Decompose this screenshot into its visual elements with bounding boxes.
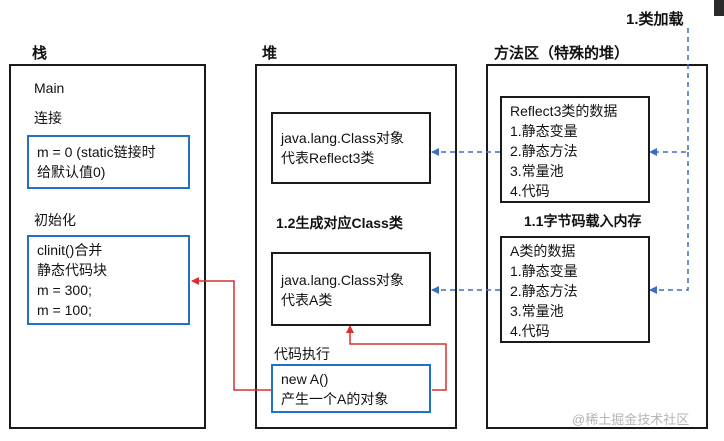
init-box-line: clinit()合并 <box>37 242 103 258</box>
init-label: 初始化 <box>34 212 76 228</box>
init-box-line: m = 300; <box>37 282 92 298</box>
reflect3-data-box: Reflect3类的数据 1.静态变量 2.静态方法 3.常量池 4.代码 <box>500 96 650 203</box>
class-object-reflect3-line: java.lang.Class对象 <box>281 130 404 146</box>
reflect3-data-line: 2.静态方法 <box>510 143 578 159</box>
heap-heading: 堆 <box>262 45 278 62</box>
new-a-box: new A() 产生一个A的对象 <box>271 364 431 413</box>
main-label: Main <box>34 80 65 96</box>
class-object-a-box: java.lang.Class对象 代表A类 <box>271 252 431 326</box>
a-data-line: 1.静态变量 <box>510 263 578 279</box>
reflect3-data-line: 3.常量池 <box>510 163 564 179</box>
a-data-line: 4.代码 <box>510 323 550 339</box>
a-data-line: A类的数据 <box>510 243 576 259</box>
init-box-line: m = 100; <box>37 302 92 318</box>
a-data-line: 2.静态方法 <box>510 283 578 299</box>
class-loading-label: 1.类加载 <box>626 11 684 28</box>
reflect3-data-line: 1.静态变量 <box>510 123 578 139</box>
method-area-heading: 方法区（特殊的堆） <box>494 45 630 62</box>
watermark: @稀土掘金技术社区 <box>572 412 690 427</box>
init-box-line: 静态代码块 <box>37 262 107 278</box>
exec-to-class-a <box>346 325 447 391</box>
reflect3-data-line: 4.代码 <box>510 183 550 199</box>
exec-to-init <box>191 277 272 391</box>
link-box: m = 0 (static链接时 给默认值0) <box>27 135 190 189</box>
bytecode-label: 1.1字节码载入内存 <box>524 213 642 229</box>
new-a-line: new A() <box>281 371 329 387</box>
class-object-a-line: java.lang.Class对象 <box>281 272 404 288</box>
new-a-line: 产生一个A的对象 <box>281 391 389 407</box>
a-data-box: A类的数据 1.静态变量 2.静态方法 3.常量池 4.代码 <box>500 236 650 343</box>
class-loading-path <box>649 28 689 156</box>
class-object-a-line: 代表A类 <box>281 292 333 308</box>
link-box-line: m = 0 (static链接时 <box>37 144 156 160</box>
generate-class-label: 1.2生成对应Class类 <box>276 215 403 231</box>
stack-heading: 栈 <box>32 45 48 62</box>
class-loading-path-a <box>649 152 689 294</box>
init-box: clinit()合并 静态代码块 m = 300; m = 100; <box>27 235 190 325</box>
link-label: 连接 <box>34 110 62 126</box>
link-box-line: 给默认值0) <box>37 164 106 180</box>
a-data-line: 3.常量池 <box>510 303 564 319</box>
class-object-reflect3-line: 代表Reflect3类 <box>281 150 375 166</box>
code-exec-label: 代码执行 <box>274 346 330 362</box>
class-object-reflect3-box: java.lang.Class对象 代表Reflect3类 <box>271 112 431 184</box>
reflect3-data-line: Reflect3类的数据 <box>510 103 618 119</box>
corner-tab <box>714 0 724 16</box>
